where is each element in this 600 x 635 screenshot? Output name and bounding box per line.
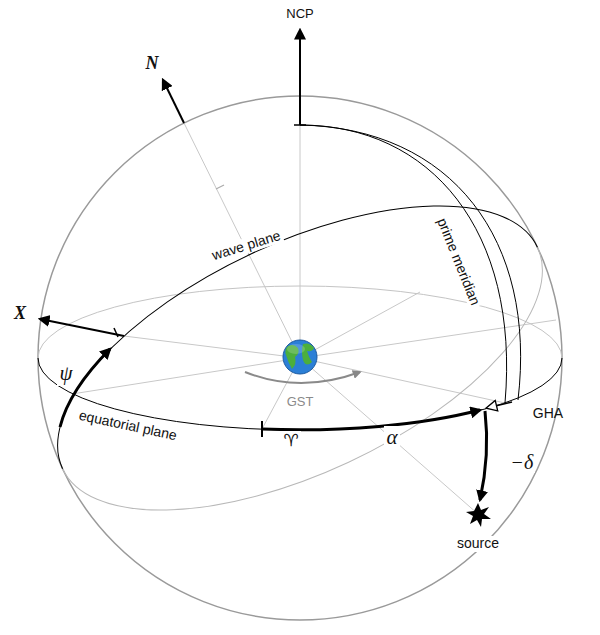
axis-label: NCP [286, 7, 313, 21]
wave-plane-front [14, 143, 538, 469]
axis-tick [294, 124, 306, 126]
alpha-arc [262, 410, 480, 430]
equatorial-line [300, 320, 556, 358]
angle-label: GST [285, 395, 316, 409]
equatorial-line [72, 358, 300, 394]
angle-label: ψ [57, 362, 74, 385]
angle-label: −δ [509, 451, 536, 473]
earth-icon [283, 340, 317, 374]
source-star [466, 503, 491, 527]
angle-label: α [384, 426, 399, 449]
x-axis-inner [124, 336, 300, 358]
ncp-axis [299, 30, 301, 125]
symbol-label: ♈ [281, 431, 300, 450]
sphere-outline [38, 96, 562, 620]
wave-plane-group [14, 143, 586, 573]
axis-label: N [146, 54, 159, 74]
angle-label: GHA [533, 406, 563, 421]
prime-meridian-outer [300, 125, 521, 400]
axis-tick [216, 185, 224, 189]
n-axis [163, 80, 184, 123]
earth-ocean [283, 340, 317, 374]
plane-label: equatorial plane [76, 408, 181, 445]
wave-plane-back [63, 247, 587, 573]
plane-label: wave plane [208, 228, 284, 265]
delta-arc [480, 411, 487, 500]
gha-arrow [487, 402, 512, 408]
equator-back [38, 286, 562, 358]
n-axis-inner [184, 123, 300, 358]
equatorial-line [300, 292, 420, 358]
earth-shine [287, 344, 305, 354]
axis-label: X [14, 304, 26, 324]
pole-axis-inner [300, 125, 301, 358]
x-axis [40, 319, 124, 336]
source-label: source [455, 536, 501, 551]
axis-tick [114, 328, 118, 337]
aries-tick [261, 421, 263, 437]
prime-meridian [300, 125, 507, 403]
